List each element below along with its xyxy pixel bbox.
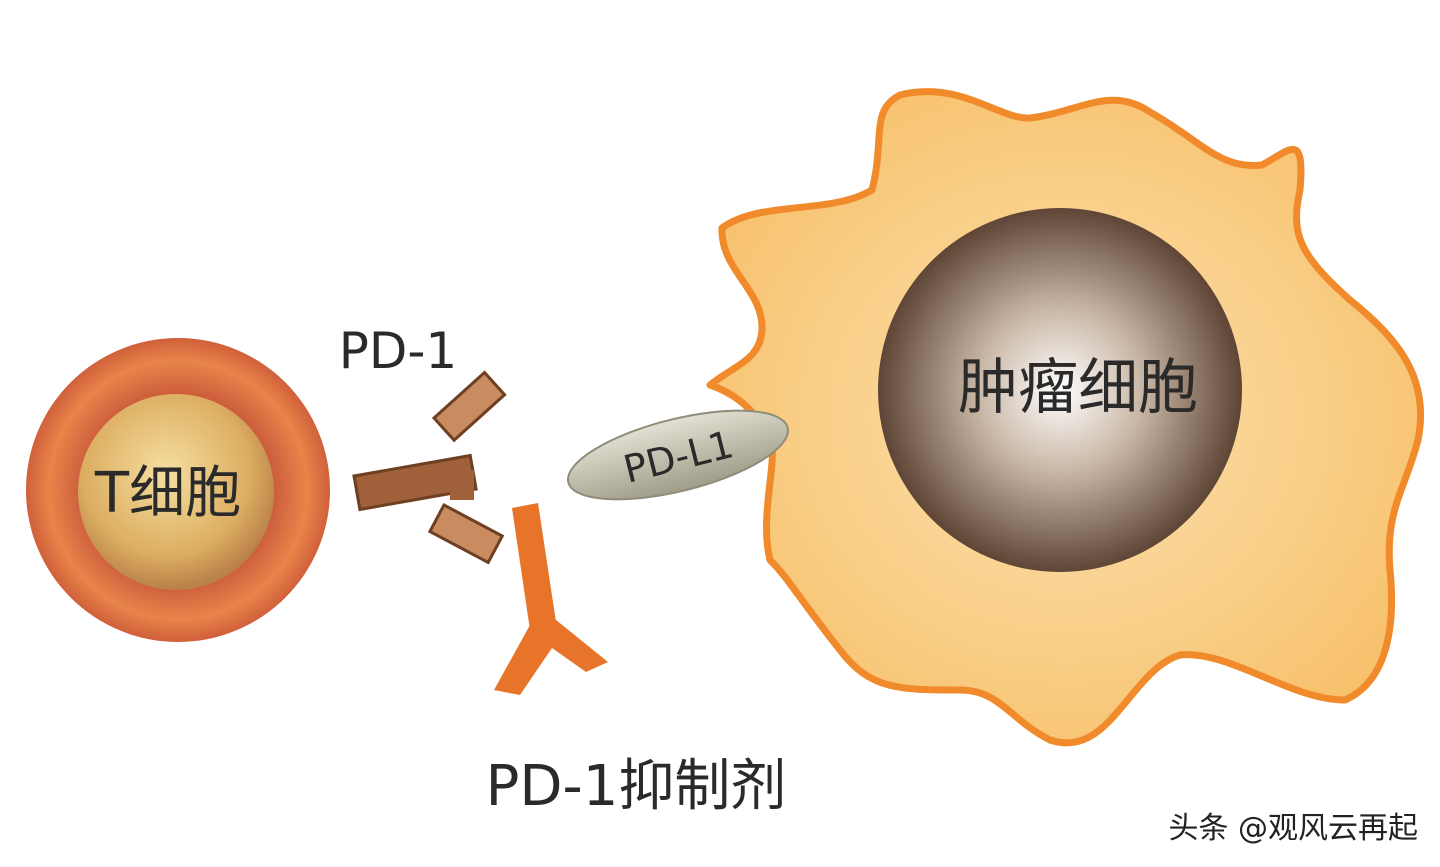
t-cell-nucleus: [78, 394, 274, 590]
inhibitor-label: PD-1抑制剂: [486, 754, 787, 819]
pd1-receptor: [352, 370, 507, 565]
tumor-cell: 肿瘤细胞: [706, 88, 1425, 747]
pd1-inhibitor: [494, 503, 608, 695]
tumor-cell-label: 肿瘤细胞: [958, 353, 1198, 423]
watermark: 头条 @观风云再起: [1168, 811, 1418, 846]
t-cell-label: T细胞: [94, 461, 241, 526]
pdl1-protein: PD-L1: [567, 409, 789, 501]
tumor-nucleus: [878, 208, 1242, 572]
t-cell: T细胞: [26, 338, 330, 642]
pd1-label: PD-1: [339, 322, 458, 380]
